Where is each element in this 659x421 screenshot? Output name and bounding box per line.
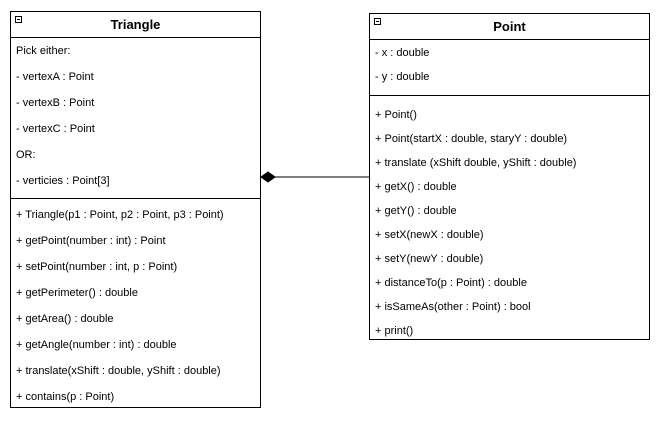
point-attributes-section: - x : double - y : double: [370, 40, 649, 96]
triangle-attribute: - vertexB : Point: [16, 97, 95, 109]
triangle-operation: + Triangle(p1 : Point, p2 : Point, p3 : …: [16, 209, 224, 221]
triangle-operation: + translate(xShift : double, yShift : do…: [16, 365, 221, 377]
point-operation: + Point(startX : double, staryY : double…: [375, 133, 568, 145]
point-operation: + Point(): [375, 109, 417, 121]
triangle-operation: + getArea() : double: [16, 313, 114, 325]
triangle-operation: + getPoint(number : int) : Point: [16, 235, 166, 247]
point-operation: + translate (xShift double, yShift : dou…: [375, 157, 577, 169]
point-attribute: - x : double: [375, 47, 430, 59]
triangle-attribute: - vertexA : Point: [16, 71, 94, 83]
point-operation: + setY(newY : double): [375, 253, 484, 265]
point-class-header: Point: [370, 14, 649, 40]
triangle-operation: + setPoint(number : int, p : Point): [16, 261, 178, 273]
triangle-class-name: Triangle: [110, 17, 161, 32]
collapse-minus-icon[interactable]: [15, 16, 22, 23]
triangle-attribute: - vertexC : Point: [16, 123, 95, 135]
point-operations-section: + Point() + Point(startX : double, stary…: [370, 96, 649, 339]
point-class[interactable]: Point - x : double - y : double + Point(…: [369, 13, 650, 340]
triangle-operation: + getAngle(number : int) : double: [16, 339, 177, 351]
triangle-operation: + contains(p : Point): [16, 391, 115, 403]
triangle-class[interactable]: Triangle Pick either: - vertexA : Point …: [10, 11, 261, 408]
point-operation: + setX(newX : double): [375, 229, 484, 241]
point-class-name: Point: [493, 19, 526, 34]
point-attribute: - y : double: [375, 71, 430, 83]
point-operation: + getY() : double: [375, 205, 457, 217]
triangle-attribute: Pick either:: [16, 45, 71, 57]
triangle-operations-section: + Triangle(p1 : Point, p2 : Point, p3 : …: [11, 199, 260, 407]
triangle-attributes-section: Pick either: - vertexA : Point - vertexB…: [11, 38, 260, 199]
point-operation: + print(): [375, 325, 414, 337]
point-operation: + getX() : double: [375, 181, 457, 193]
composition-diamond-icon: [260, 171, 276, 183]
collapse-minus-icon[interactable]: [374, 18, 381, 25]
point-operation: + isSameAs(other : Point) : bool: [375, 301, 531, 313]
triangle-class-header: Triangle: [11, 12, 260, 38]
triangle-attribute: - verticies : Point[3]: [16, 175, 110, 187]
triangle-attribute: OR:: [16, 149, 36, 161]
point-operation: + distanceTo(p : Point) : double: [375, 277, 527, 289]
triangle-operation: + getPerimeter() : double: [16, 287, 138, 299]
